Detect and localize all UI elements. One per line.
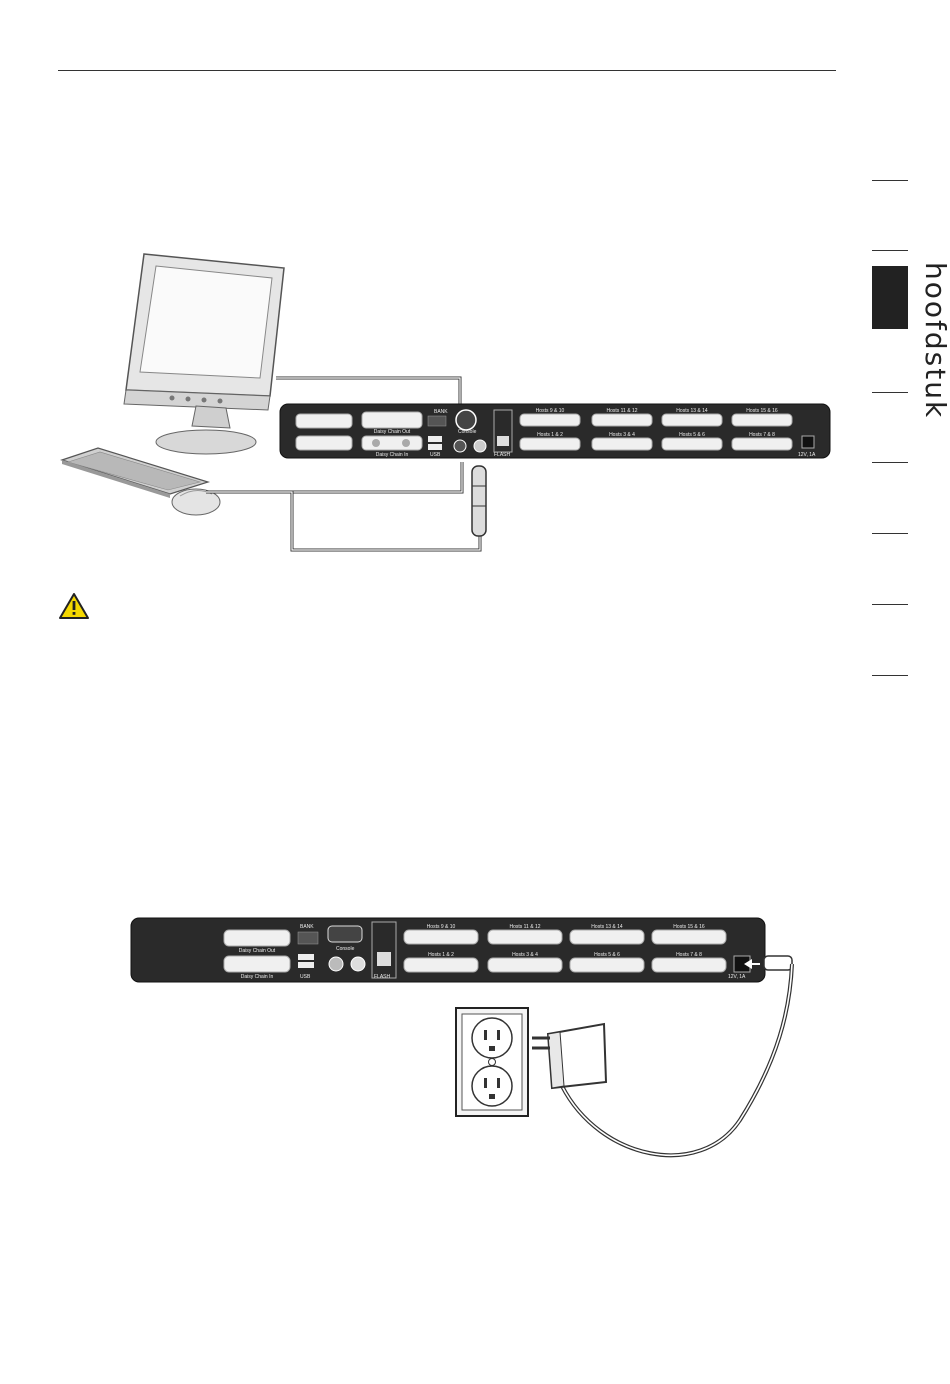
power-plug-arrow <box>744 955 793 971</box>
svg-text:Daisy Chain In: Daisy Chain In <box>241 974 274 980</box>
power-adapter <box>532 1022 608 1090</box>
power-cable <box>560 963 794 1158</box>
keyboard-illustration <box>60 447 211 498</box>
svg-text:USB: USB <box>430 452 441 458</box>
svg-text:BANK: BANK <box>300 924 314 930</box>
svg-text:Hosts 15 & 16: Hosts 15 & 16 <box>673 924 705 930</box>
svg-text:Hosts 3 & 4: Hosts 3 & 4 <box>512 952 538 958</box>
svg-text:Console: Console <box>336 946 355 952</box>
svg-text:Hosts 1 & 2: Hosts 1 & 2 <box>537 432 563 438</box>
svg-text:Hosts 11 & 12: Hosts 11 & 12 <box>509 924 540 930</box>
kvm-rear-panel-2: Daisy Chain Out Daisy Chain In BANK USB … <box>130 917 766 983</box>
svg-text:Hosts 7 & 8: Hosts 7 & 8 <box>749 432 775 438</box>
svg-text:Hosts 7 & 8: Hosts 7 & 8 <box>676 952 702 958</box>
svg-text:BANK: BANK <box>434 409 448 415</box>
svg-text:12V, 1A: 12V, 1A <box>728 974 746 980</box>
mouse-illustration <box>171 488 221 516</box>
ps2-splitter <box>471 465 487 537</box>
svg-text:Hosts 1 & 2: Hosts 1 & 2 <box>428 952 454 958</box>
wall-outlet <box>455 1007 529 1117</box>
top-rule <box>58 70 836 71</box>
sidebar-rule-3 <box>872 392 908 393</box>
sidebar-rule-2 <box>872 250 908 251</box>
console-connection-diagram: Daisy Chain Out Daisy Chain In BANK USB … <box>59 253 831 619</box>
kvm-rear-panel: Daisy Chain Out Daisy Chain In BANK USB … <box>279 403 831 459</box>
svg-text:Hosts 3 & 4: Hosts 3 & 4 <box>609 432 635 438</box>
svg-text:Hosts 13 & 14: Hosts 13 & 14 <box>676 408 708 414</box>
sidebar-rule-6 <box>872 604 908 605</box>
svg-text:FLASH: FLASH <box>374 974 391 980</box>
svg-text:Hosts 11 & 12: Hosts 11 & 12 <box>606 408 637 414</box>
mouse-cable <box>218 490 482 552</box>
sidebar-rule-5 <box>872 533 908 534</box>
sidebar-rule-1 <box>872 180 908 181</box>
svg-text:Console: Console <box>458 429 477 435</box>
svg-text:FLASH: FLASH <box>494 452 511 458</box>
svg-text:Hosts 9 & 10: Hosts 9 & 10 <box>536 408 565 414</box>
svg-text:Daisy Chain Out: Daisy Chain Out <box>239 948 276 954</box>
keyboard-cable <box>206 462 464 494</box>
monitor-illustration <box>123 253 285 455</box>
svg-text:Hosts 5 & 6: Hosts 5 & 6 <box>679 432 705 438</box>
svg-text:12V, 1A: 12V, 1A <box>798 452 816 458</box>
chapter-tab-active <box>872 266 908 329</box>
warning-icon <box>59 593 89 619</box>
sidebar-rule-7 <box>872 675 908 676</box>
svg-text:Daisy Chain Out: Daisy Chain Out <box>374 429 411 435</box>
svg-text:Hosts 5 & 6: Hosts 5 & 6 <box>594 952 620 958</box>
svg-text:USB: USB <box>300 974 311 980</box>
svg-text:Daisy Chain In: Daisy Chain In <box>376 452 409 458</box>
svg-text:Hosts 9 & 10: Hosts 9 & 10 <box>427 924 456 930</box>
svg-text:Hosts 15 & 16: Hosts 15 & 16 <box>746 408 778 414</box>
svg-text:Hosts 13 & 14: Hosts 13 & 14 <box>591 924 623 930</box>
sidebar-rule-4 <box>872 462 908 463</box>
